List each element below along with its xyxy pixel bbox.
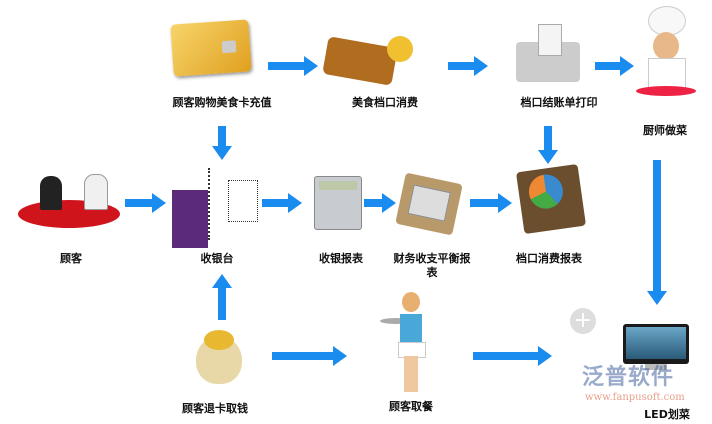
label-chef: 厨师做菜 [643,124,687,137]
flow-arrow-1 [268,56,318,76]
flow-arrow-2 [448,56,488,76]
label-refund: 顾客退卡取钱 [182,402,248,415]
label-cash-report: 收银报表 [319,252,363,265]
flow-arrow-11 [212,274,232,320]
flow-arrow-4 [212,126,232,160]
flow-arrow-7 [125,193,166,213]
label-led: LED划菜 [644,408,690,421]
label-cashier: 收银台 [200,252,234,265]
calculator-icon [314,176,362,230]
cashier-desk-icon [168,160,258,252]
label-finance-report: 财务收支平衡报表 [393,252,471,279]
gold-card-icon [170,19,252,77]
label-bill-print: 档口结账单打印 [520,96,598,109]
label-stall-report: 档口消费报表 [516,252,582,265]
flow-arrow-12 [272,346,347,366]
flow-arrow-10 [470,193,512,213]
waitress-icon [380,292,436,394]
wallet-coins-icon [322,32,415,86]
flow-arrow-5 [538,126,558,164]
flow-arrow-9 [364,193,396,213]
flow-arrow-3 [595,56,634,76]
led-monitor-icon [623,324,689,370]
money-bag-icon [196,326,246,388]
printer-bill-icon [508,24,588,94]
label-pickup: 顾客取餐 [389,400,433,413]
watermark-brand: 泛普软件 [582,365,675,390]
dividend-book-icon [515,163,587,235]
label-recharge: 顾客购物美食卡充值 [172,96,272,109]
label-customer: 顾客 [60,252,82,265]
zoom-plus-button[interactable]: + [570,308,596,334]
flow-arrow-6 [647,160,667,305]
label-stall-consume: 美食档口消费 [352,96,418,109]
watermark-url: www.fanpusoft.com [585,392,685,403]
flow-arrow-8 [262,193,302,213]
customer-meeting-icon [18,170,120,230]
chef-icon [636,6,696,106]
flow-arrow-13 [473,346,552,366]
